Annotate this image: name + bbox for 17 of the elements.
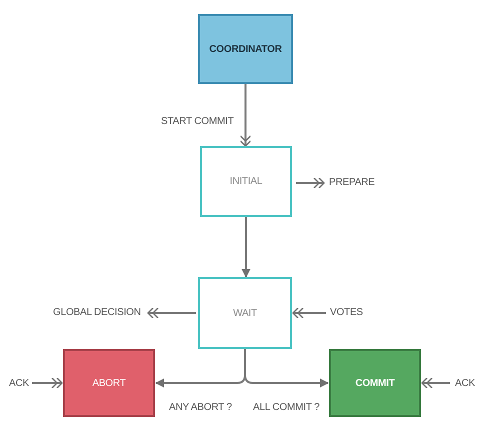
state-box: [200, 146, 292, 217]
state-box: [63, 349, 155, 417]
state-label: COORDINATOR: [209, 44, 282, 54]
arrow: [242, 217, 250, 278]
arrow: [244, 349, 329, 388]
state-label: ABORT: [92, 378, 126, 388]
message-label: ACK: [9, 378, 29, 390]
state-box: [198, 14, 293, 84]
state-label: INITIAL: [230, 176, 262, 187]
message-label: PREPARE: [329, 177, 375, 189]
state-box: [198, 277, 292, 349]
message-label: VOTES: [330, 307, 363, 319]
state-label: WAIT: [233, 308, 257, 318]
state-label: COMMIT: [355, 378, 395, 388]
message-label: GLOBAL DECISION: [53, 307, 141, 319]
state-box: [329, 349, 421, 417]
message-label: ACK: [455, 378, 475, 390]
